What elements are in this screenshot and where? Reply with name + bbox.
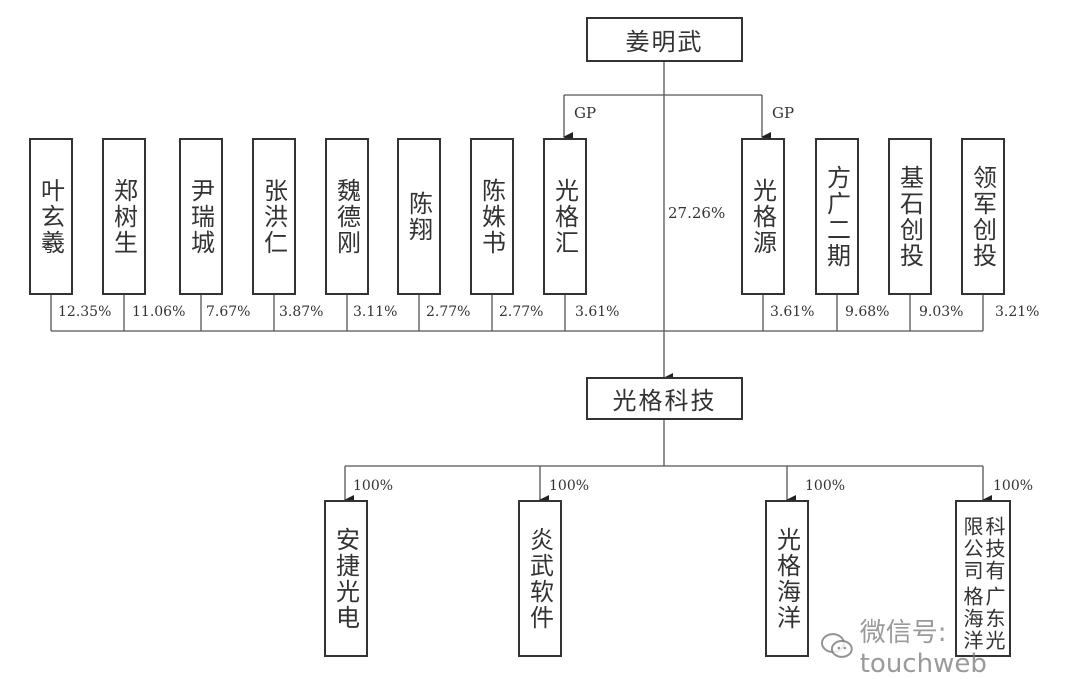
shareholder-name: 领军创投 — [968, 164, 997, 269]
shareholder-name: 方广二期 — [822, 164, 851, 269]
subsidiary-name: 光格海洋 — [772, 526, 801, 631]
shareholder-name: 郑树生 — [109, 177, 138, 256]
subsidiary-pct: 100% — [353, 478, 394, 494]
watermark-text: 微信号: touchweb — [859, 618, 987, 679]
shareholder-name: 光格汇 — [550, 177, 579, 256]
shareholder-name: 魏德刚 — [332, 177, 361, 256]
shareholder-node: 尹瑞城 — [179, 138, 223, 295]
subsidiary-node: 科技有限公司 广东光格海洋 — [955, 500, 1011, 657]
subsidiary-name-line2: 广东光格海洋 — [960, 585, 1006, 652]
shareholder-node: 叶玄羲 — [29, 138, 73, 295]
shareholder-pct: 3.21% — [995, 304, 1040, 320]
shareholder-pct: 12.35% — [58, 304, 112, 320]
shareholder-pct: 7.67% — [206, 304, 251, 320]
shareholder-name: 叶玄羲 — [36, 177, 65, 256]
root-node: 姜明武 — [586, 17, 743, 62]
subsidiary-name: 炎武软件 — [525, 526, 554, 631]
shareholder-node: 方广二期 — [815, 138, 859, 295]
shareholder-node: 领军创投 — [961, 138, 1005, 295]
shareholder-pct: 11.06% — [132, 304, 186, 320]
shareholder-pct: 3.61% — [575, 304, 620, 320]
shareholder-name: 基石创投 — [895, 164, 924, 269]
shareholder-name: 光格源 — [748, 177, 777, 256]
shareholder-node: 光格源 — [741, 138, 785, 295]
company-node: 光格科技 — [586, 377, 743, 420]
direct-stake-pct: 27.26% — [668, 204, 726, 222]
subsidiary-node: 光格海洋 — [765, 500, 809, 657]
shareholder-pct: 2.77% — [499, 304, 544, 320]
subsidiary-pct: 100% — [993, 478, 1034, 494]
shareholder-name: 张洪仁 — [259, 177, 288, 256]
shareholder-node: 基石创投 — [888, 138, 932, 295]
shareholder-pct: 3.11% — [353, 304, 398, 320]
gp-label-right: GP — [772, 104, 795, 122]
subsidiary-node: 炎武软件 — [518, 500, 562, 657]
shareholder-name: 陈姝书 — [477, 177, 506, 256]
subsidiary-pct: 100% — [805, 478, 846, 494]
shareholder-node: 陈翔 — [397, 138, 441, 295]
shareholder-node: 光格汇 — [543, 138, 587, 295]
shareholder-pct: 9.03% — [919, 304, 964, 320]
shareholder-node: 陈姝书 — [470, 138, 514, 295]
shareholder-pct: 9.68% — [845, 304, 890, 320]
subsidiary-node: 安捷光电 — [324, 500, 368, 657]
subsidiary-name: 安捷光电 — [331, 526, 360, 631]
subsidiary-pct: 100% — [549, 478, 590, 494]
shareholder-node: 张洪仁 — [252, 138, 296, 295]
shareholder-pct: 3.61% — [770, 304, 815, 320]
shareholder-node: 郑树生 — [102, 138, 146, 295]
company-name: 光格科技 — [612, 387, 717, 415]
shareholder-name: 陈翔 — [404, 190, 433, 243]
wechat-icon — [820, 632, 853, 658]
root-name: 姜明武 — [625, 28, 704, 56]
shareholder-pct: 2.77% — [426, 304, 471, 320]
shareholder-name: 尹瑞城 — [186, 177, 215, 256]
watermark: 微信号: touchweb — [820, 612, 1080, 679]
subsidiary-name-line1: 科技有限公司 — [960, 516, 1006, 582]
gp-label-left: GP — [574, 104, 597, 122]
shareholder-node: 魏德刚 — [325, 138, 369, 295]
shareholder-pct: 3.87% — [279, 304, 324, 320]
